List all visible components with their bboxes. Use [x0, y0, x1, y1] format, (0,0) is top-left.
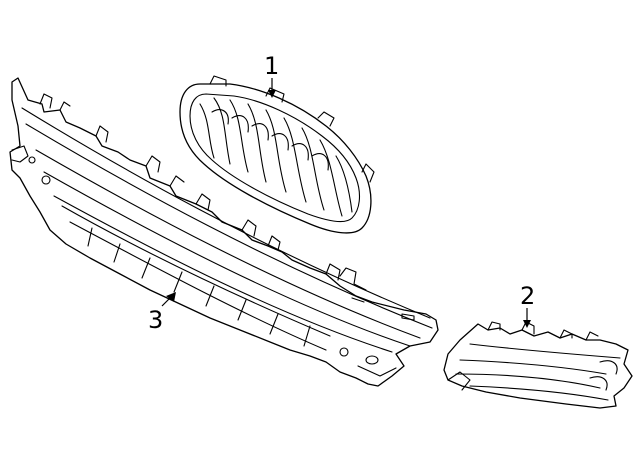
bumper-absorber-part: [9, 77, 439, 387]
callout-3: 3: [148, 292, 176, 334]
callout-2: 2: [520, 282, 535, 328]
callout-3-leader: [161, 297, 171, 307]
callout-2-arrowhead: [523, 320, 531, 328]
callout-2-label: 2: [520, 282, 535, 310]
callout-1-label: 1: [264, 52, 279, 80]
kidney-grille-part: [179, 75, 375, 234]
callout-3-label: 3: [148, 306, 163, 334]
callout-1-arrowhead: [268, 90, 276, 98]
fog-lamp-cover-part: [443, 321, 633, 409]
callout-3-arrowhead: [166, 292, 176, 302]
callout-1: 1: [264, 52, 279, 98]
